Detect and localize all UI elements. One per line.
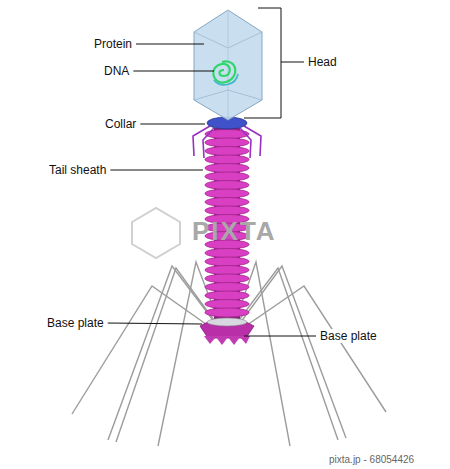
- leader-line: [110, 170, 203, 171]
- tail-fiber: [72, 286, 220, 414]
- sheath-ring: [205, 283, 249, 292]
- sheath-ring: [205, 172, 249, 181]
- capsid-facet: [194, 90, 262, 100]
- callout-label: Base plate: [318, 329, 379, 343]
- sheath-ring: [205, 155, 249, 164]
- tail-fibers: [72, 262, 386, 446]
- leader-line: [244, 336, 316, 337]
- sheath-ring: [205, 198, 249, 207]
- callout-label: Head: [306, 55, 339, 69]
- watermark-icon: [132, 208, 180, 258]
- callout-label: Protein: [92, 37, 134, 51]
- collar-whiskers: [193, 126, 261, 158]
- leader-line: [140, 124, 205, 125]
- base-plate: [200, 318, 254, 345]
- tail-fiber: [234, 286, 386, 412]
- callout-label: Base plate: [45, 316, 106, 330]
- sheath-ring: [205, 274, 249, 283]
- callout-label: DNA: [102, 64, 131, 78]
- sheath-ring: [205, 164, 249, 173]
- leader-line: [136, 44, 204, 45]
- sheath-ring: [205, 266, 249, 275]
- callout-label: Collar: [103, 117, 138, 131]
- head-capsid: [194, 10, 262, 120]
- sheath-ring: [205, 249, 249, 258]
- base-plate-pins: [204, 336, 250, 345]
- whisker: [193, 126, 210, 156]
- bracket-line: [244, 8, 281, 118]
- dna-strand: [213, 61, 235, 82]
- whisker: [240, 128, 251, 158]
- sheath-ring: [205, 291, 249, 300]
- sheath-ring: [205, 257, 249, 266]
- sheath-ring: [205, 181, 249, 190]
- watermark: PIXTA: [190, 216, 279, 246]
- leader-line: [133, 71, 214, 72]
- leader-line: [281, 62, 304, 63]
- head-bracket: [244, 8, 281, 118]
- callout-label: Tail sheath: [47, 163, 108, 177]
- watermark-shape: [132, 208, 180, 258]
- leader-line: [108, 323, 202, 324]
- sheath-ring: [205, 300, 249, 309]
- base-plate-ring: [207, 318, 247, 326]
- sheath-ring: [205, 308, 249, 317]
- whisker: [244, 126, 261, 156]
- sheath-ring: [205, 189, 249, 198]
- sheath-ring: [205, 138, 249, 147]
- watermark: pixta.jp - 68054426: [327, 454, 416, 466]
- sheath-ring: [205, 147, 249, 156]
- whisker: [203, 128, 214, 158]
- dna-strand: [214, 74, 238, 85]
- head: [194, 10, 262, 120]
- sheath-ring: [205, 206, 249, 215]
